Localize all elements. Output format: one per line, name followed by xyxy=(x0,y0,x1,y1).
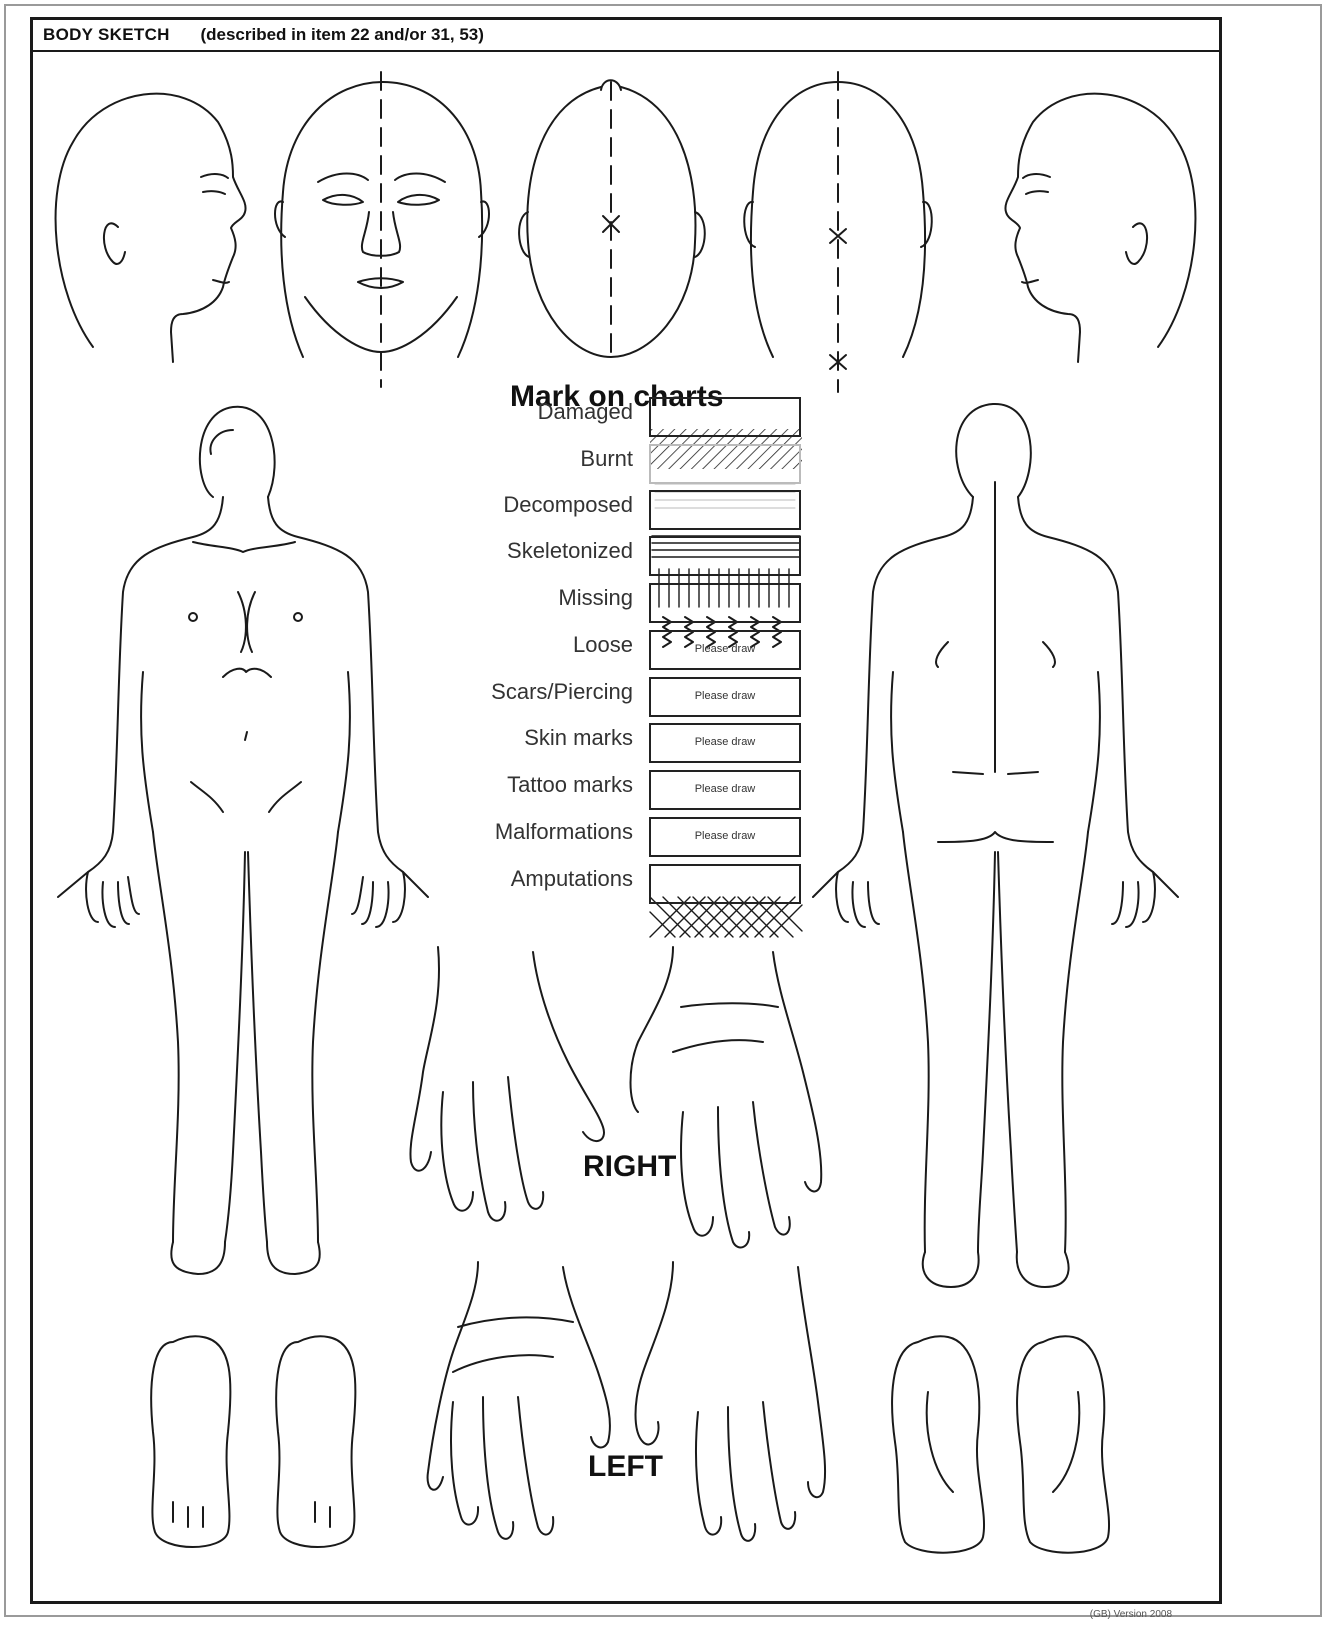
please-draw-note: Please draw xyxy=(651,736,799,748)
form-title: BODY SKETCH xyxy=(43,20,170,50)
head-front xyxy=(275,72,489,387)
legend-item-loose: Loose Please draw xyxy=(463,630,803,672)
legend-item-amputations: Amputations xyxy=(463,864,803,906)
legend-label: Tattoo marks xyxy=(507,772,633,798)
legend-label: Decomposed xyxy=(503,492,633,518)
body-back xyxy=(813,404,1178,1287)
legend-label: Loose xyxy=(573,632,633,658)
tattoo-marks-swatch[interactable]: Please draw xyxy=(649,770,801,810)
legend-item-skin-marks: Skin marks Please draw xyxy=(463,723,803,765)
legend-item-decomposed: Decomposed xyxy=(463,490,803,532)
please-draw-note: Please draw xyxy=(651,783,799,795)
legend-item-missing: Missing xyxy=(463,583,803,625)
feet-front xyxy=(151,1336,355,1547)
legend-label: Skin marks xyxy=(524,725,633,751)
legend-label: Scars/Piercing xyxy=(491,679,633,705)
legend-label: Malformations xyxy=(495,819,633,845)
legend-label: Burnt xyxy=(580,446,633,472)
legend-item-scars-piercing: Scars/Piercing Please draw xyxy=(463,677,803,719)
version-label: (GB) Version 2008 xyxy=(1090,1609,1172,1620)
hand-right-palm xyxy=(631,947,822,1247)
legend-item-damaged: Damaged xyxy=(463,397,803,439)
skin-marks-swatch[interactable]: Please draw xyxy=(649,723,801,763)
scars-piercing-swatch[interactable]: Please draw xyxy=(649,677,801,717)
please-draw-note: Please draw xyxy=(651,690,799,702)
head-back xyxy=(744,72,932,392)
left-hand-label: LEFT xyxy=(588,1450,663,1484)
loose-swatch[interactable]: Please draw xyxy=(649,630,801,670)
hand-left-back xyxy=(636,1262,826,1541)
legend-item-burnt: Burnt xyxy=(463,444,803,486)
burnt-swatch xyxy=(649,444,801,484)
form-header: BODY SKETCH (described in item 22 and/or… xyxy=(33,20,1219,52)
hand-right-back xyxy=(410,947,604,1221)
legend-label: Damaged xyxy=(538,399,633,425)
head-top xyxy=(519,80,705,357)
hand-left-palm xyxy=(428,1262,610,1539)
please-draw-note: Please draw xyxy=(651,643,799,655)
head-right-profile xyxy=(1005,94,1195,362)
legend-label: Skeletonized xyxy=(507,538,633,564)
right-hand-label: RIGHT xyxy=(583,1150,676,1184)
head-left-profile xyxy=(56,94,246,362)
body-front xyxy=(58,407,428,1274)
feet-soles xyxy=(892,1336,1109,1552)
legend-label: Missing xyxy=(558,585,633,611)
form-subtitle: (described in item 22 and/or 31, 53) xyxy=(200,20,483,50)
malformations-swatch[interactable]: Please draw xyxy=(649,817,801,857)
decomposed-swatch xyxy=(649,490,801,530)
skeletonized-swatch xyxy=(649,536,801,576)
legend-label: Amputations xyxy=(511,866,633,892)
please-draw-note: Please draw xyxy=(651,830,799,842)
missing-swatch xyxy=(649,583,801,623)
amputations-swatch xyxy=(649,864,801,904)
legend-item-tattoo-marks: Tattoo marks Please draw xyxy=(463,770,803,812)
body-sketch-form: BODY SKETCH (described in item 22 and/or… xyxy=(30,17,1222,1604)
legend-item-skeletonized: Skeletonized xyxy=(463,536,803,578)
legend-item-malformations: Malformations Please draw xyxy=(463,817,803,859)
damaged-swatch xyxy=(649,397,801,437)
